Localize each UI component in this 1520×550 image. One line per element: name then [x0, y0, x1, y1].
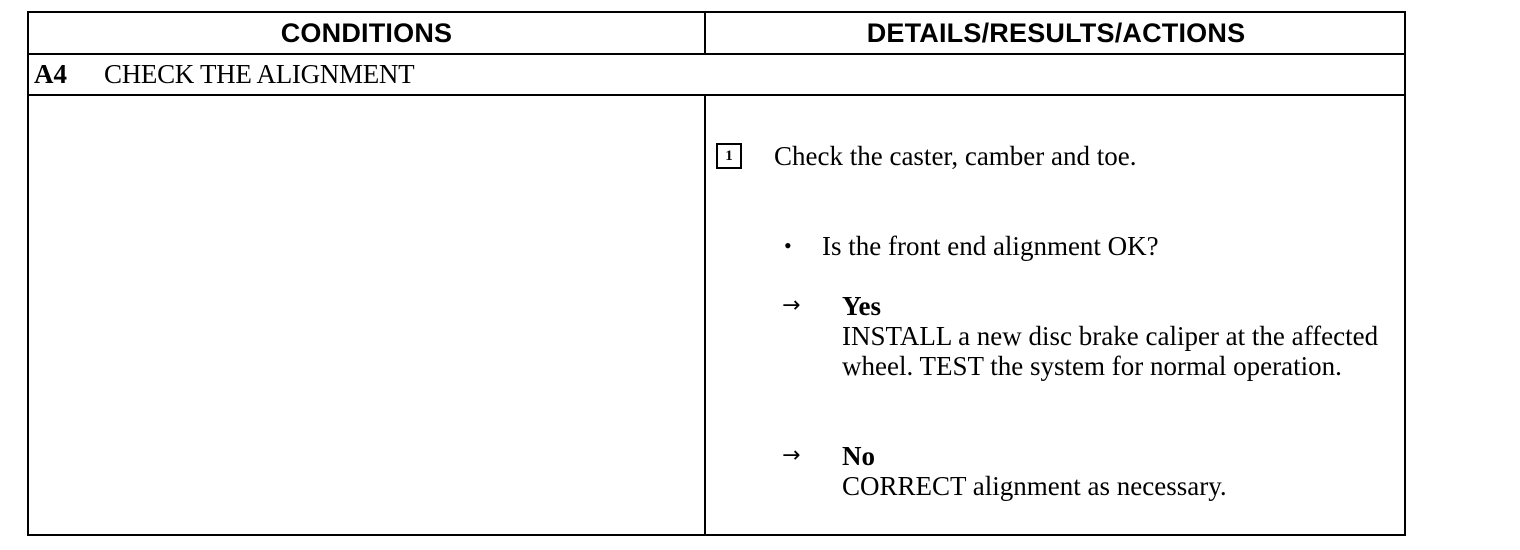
header-divider [29, 53, 1404, 55]
body-column-divider [704, 96, 706, 534]
diagnostic-table: CONDITIONS DETAILS/RESULTS/ACTIONS A4 CH… [27, 11, 1406, 536]
bullet-icon: • [784, 233, 792, 258]
section-title-row: A4 CHECK THE ALIGNMENT [29, 55, 1404, 94]
yes-arrow-icon: → [782, 293, 801, 318]
section-code: A4 [34, 59, 67, 89]
yes-action: INSTALL a new disc brake caliper at the … [842, 321, 1379, 381]
step-question: Is the front end alignment OK? [822, 231, 1159, 261]
step-instruction: Check the caster, camber and toe. [774, 141, 1137, 171]
details-cell: 1 Check the caster, camber and toe. • Is… [706, 96, 1404, 534]
no-action: CORRECT alignment as necessary. [842, 471, 1227, 501]
no-answer: No CORRECT alignment as necessary. [842, 441, 1402, 501]
section-divider [29, 94, 1404, 96]
yes-label: Yes [842, 291, 881, 321]
no-label: No [842, 441, 875, 471]
column-divider [704, 13, 706, 53]
section-title: CHECK THE ALIGNMENT [104, 59, 415, 89]
step-number-box: 1 [716, 143, 742, 169]
conditions-header: CONDITIONS [280, 17, 453, 48]
yes-answer: Yes INSTALL a new disc brake caliper at … [842, 291, 1402, 381]
no-arrow-icon: → [782, 443, 801, 468]
details-header: DETAILS/RESULTS/ACTIONS [866, 17, 1246, 48]
